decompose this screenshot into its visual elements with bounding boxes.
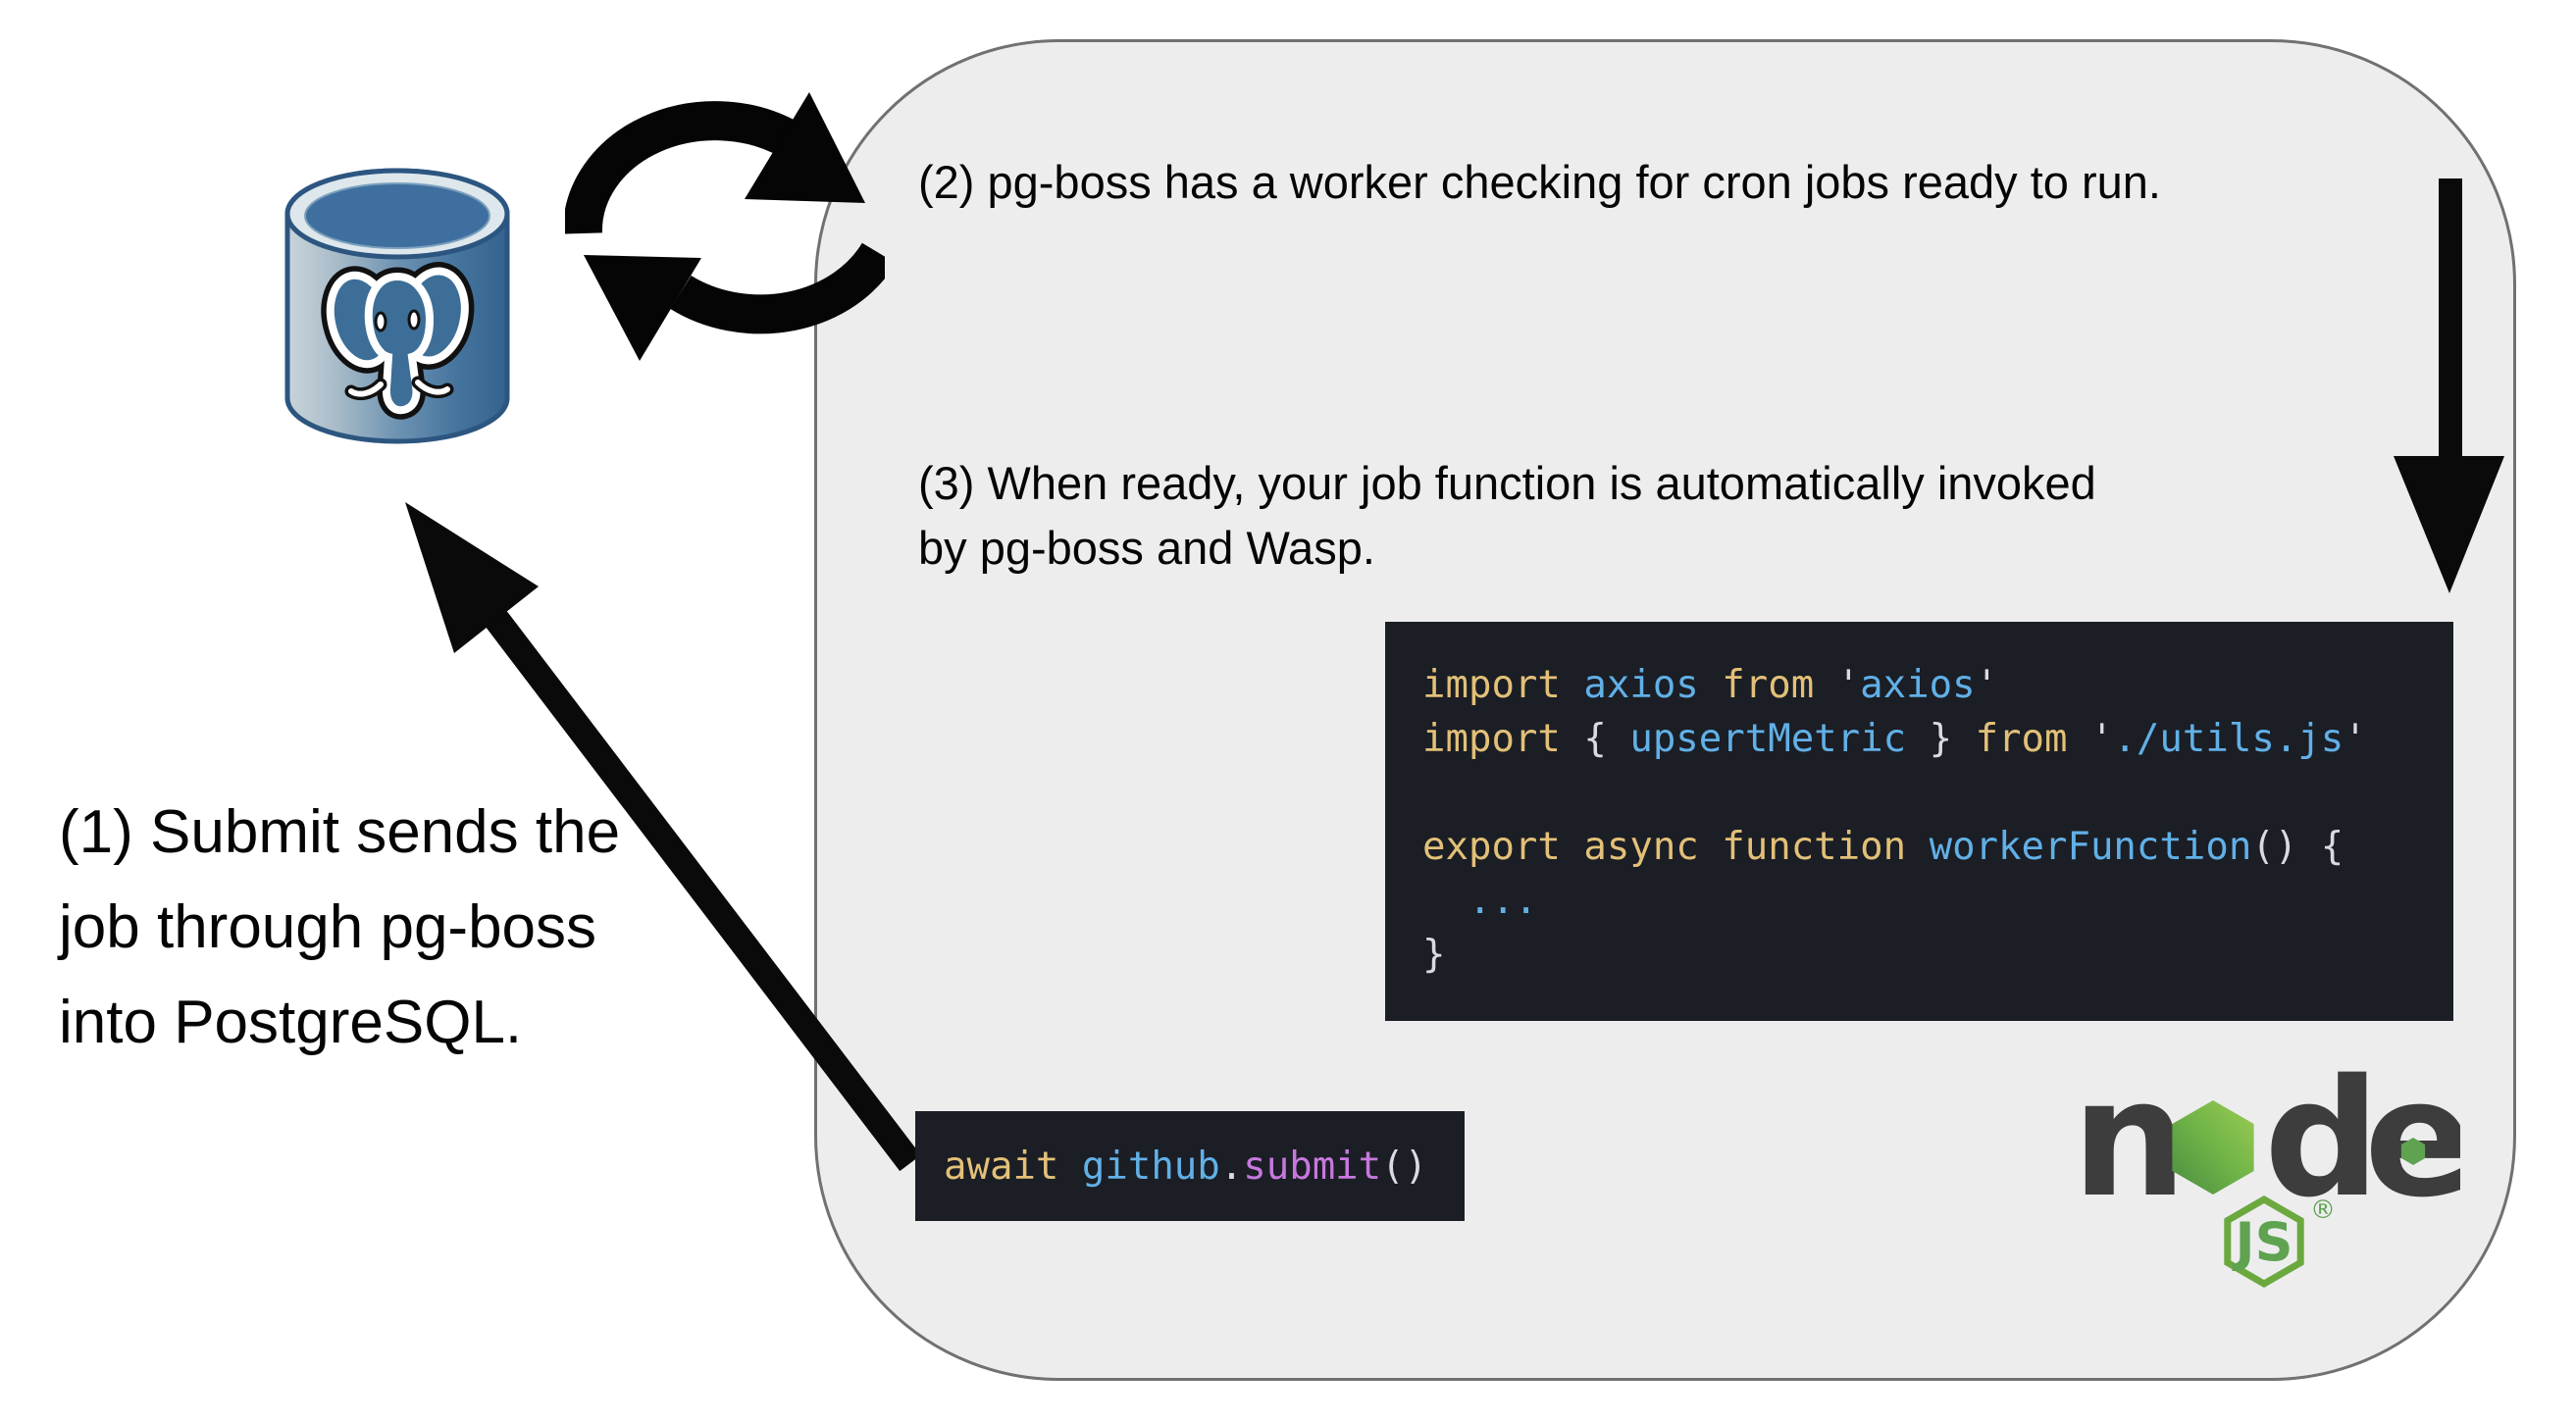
down-arrow xyxy=(2394,178,2504,593)
code-line: import axios from 'axios' xyxy=(1422,663,1999,707)
nodejs-badge-text: JS xyxy=(2232,1211,2293,1273)
step3-line: by pg-boss and Wasp. xyxy=(918,522,1375,574)
node-letter-n: n xyxy=(2072,1044,2187,1233)
node-e-hexagon-icon xyxy=(2400,1138,2426,1165)
code-line: export async function workerFunction() { xyxy=(1422,825,2344,869)
submit-arrow xyxy=(405,502,921,1172)
code-line: ... xyxy=(1422,879,1538,923)
step1-line: job through pg-boss xyxy=(59,893,597,961)
node-letter-d: d xyxy=(2264,1044,2380,1233)
nodejs-badge: JS ® xyxy=(2224,1195,2336,1289)
step3-text: (3) When ready, your job function is aut… xyxy=(918,451,2096,581)
worker-code-block: import axios from 'axios' import { upsert… xyxy=(1385,622,2453,1021)
sync-icon xyxy=(565,92,885,361)
step1-line: (1) Submit sends the xyxy=(59,798,621,866)
code-line: import { upsertMetric } from './utils.js… xyxy=(1422,717,2367,761)
code-line xyxy=(1422,766,2453,820)
step3-line: (3) When ready, your job function is aut… xyxy=(918,457,2096,509)
step1-text: (1) Submit sends the job through pg-boss… xyxy=(59,785,620,1070)
postgresql-logo xyxy=(284,168,510,444)
step1-line: into PostgreSQL. xyxy=(59,989,523,1056)
code-line: await github.submit() xyxy=(944,1144,1428,1189)
code-line: } xyxy=(1422,933,1446,977)
step2-text: (2) pg-boss has a worker checking for cr… xyxy=(918,153,2161,212)
submit-code-block: await github.submit() xyxy=(915,1111,1465,1221)
step2-line: (2) pg-boss has a worker checking for cr… xyxy=(918,156,2161,208)
registered-mark: ® xyxy=(2310,1195,2336,1225)
node-hexagon-icon xyxy=(2172,1100,2254,1195)
nodejs-logo: n d e JS ® xyxy=(2072,1044,2460,1289)
